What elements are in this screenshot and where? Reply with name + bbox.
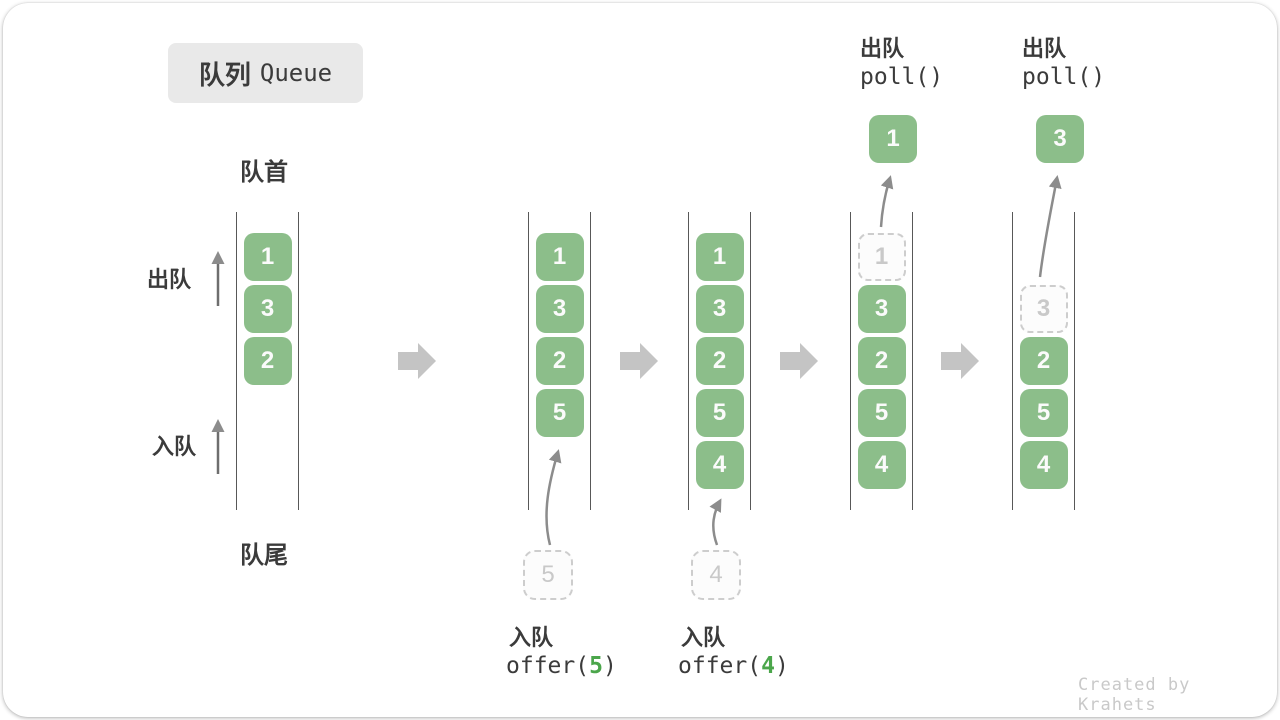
queue-item: 5 xyxy=(695,389,744,437)
pending-item-5: 5 xyxy=(523,550,573,600)
diagram-card xyxy=(3,3,1277,717)
dequeue-op-label: 出队 xyxy=(860,36,905,61)
code-text: offer( xyxy=(678,653,762,679)
dequeue-op-code: poll() xyxy=(1022,64,1106,90)
title-en: Queue xyxy=(259,59,333,87)
queue-front-label: 队首 xyxy=(240,159,288,186)
queue-item: 5 xyxy=(1019,389,1068,437)
enqueue-op-label: 入队 xyxy=(681,625,726,650)
enqueue-op-label: 入队 xyxy=(509,625,554,650)
code-text: ) xyxy=(602,653,617,679)
queue-item: 4 xyxy=(857,441,906,489)
queue-item: 5 xyxy=(535,389,584,437)
code-arg: 4 xyxy=(761,653,775,679)
dequeued-ghost-item: 3 xyxy=(1019,285,1068,333)
queue-item: 1 xyxy=(243,233,292,281)
polled-item-3: 3 xyxy=(1036,115,1084,163)
code-text: offer( xyxy=(506,653,590,679)
code-text: ) xyxy=(774,653,789,679)
queue-rear-label: 队尾 xyxy=(240,542,288,569)
code-arg: 5 xyxy=(589,653,603,679)
queue-item: 5 xyxy=(857,389,906,437)
title-zh: 队列 xyxy=(198,59,251,90)
queue-state-3: 1 3 2 5 4 xyxy=(688,212,751,510)
queue-item: 3 xyxy=(857,285,906,333)
queue-item: 2 xyxy=(535,337,584,385)
diagram-title-chip: 队列 Queue xyxy=(168,43,363,103)
enqueue-op-code: offer(5) xyxy=(506,653,617,679)
queue-item: 3 xyxy=(535,285,584,333)
queue-item: 2 xyxy=(695,337,744,385)
dequeued-ghost-item: 1 xyxy=(857,233,906,281)
polled-item-1: 1 xyxy=(869,115,917,163)
queue-item: 1 xyxy=(695,233,744,281)
dequeue-op-code: poll() xyxy=(860,64,944,90)
queue-item: 2 xyxy=(243,337,292,385)
queue-state-2: 1 3 2 5 xyxy=(528,212,591,510)
queue-item: 2 xyxy=(857,337,906,385)
queue-item: 4 xyxy=(695,441,744,489)
watermark: Created by Krahets xyxy=(1078,675,1191,715)
queue-item: 1 xyxy=(535,233,584,281)
enqueue-side-label: 入队 xyxy=(152,434,197,459)
dequeue-op-label: 出队 xyxy=(1022,36,1067,61)
queue-item: 4 xyxy=(1019,441,1068,489)
dequeue-side-label: 出队 xyxy=(147,267,192,292)
pending-item-4: 4 xyxy=(691,550,741,600)
queue-state-5: 3 2 5 4 xyxy=(1012,212,1075,510)
queue-state-4: 1 3 2 5 4 xyxy=(850,212,913,510)
queue-item: 3 xyxy=(243,285,292,333)
queue-item: 3 xyxy=(695,285,744,333)
enqueue-op-code: offer(4) xyxy=(678,653,789,679)
queue-item: 2 xyxy=(1019,337,1068,385)
queue-state-1: 1 3 2 xyxy=(236,212,299,510)
